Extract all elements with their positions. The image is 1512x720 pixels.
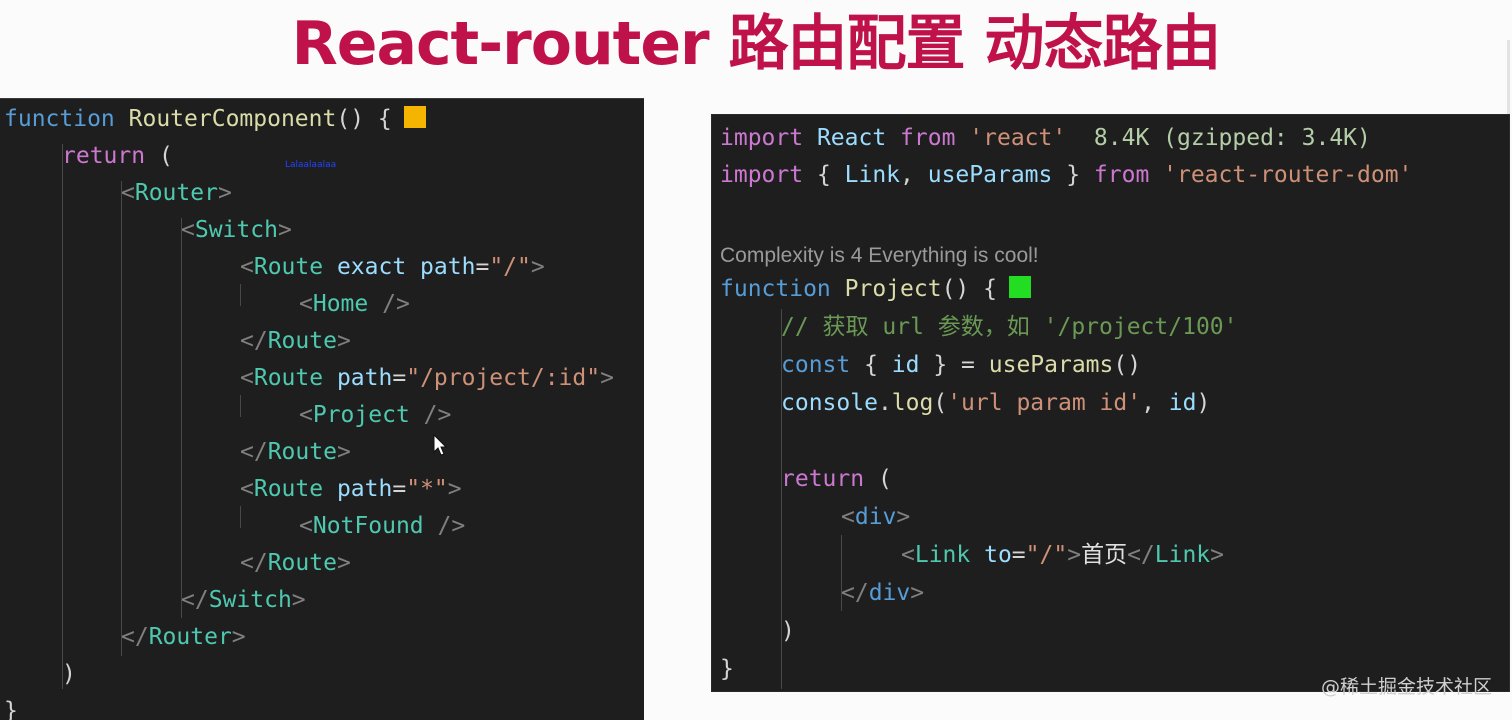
code-line: </div> xyxy=(841,580,925,606)
complexity-hint: Complexity is 4 Everything is cool! xyxy=(720,244,1039,267)
import-size-badge: 8.4K (gzipped: 3.4K) xyxy=(1066,125,1371,151)
code-line: ) xyxy=(781,618,795,644)
slide-title: React-router 路由配置 动态路由 xyxy=(291,9,1222,79)
code-line: </Route> xyxy=(240,328,351,354)
code-line: // 获取 url 参数，如 '/project/100' xyxy=(781,314,1238,340)
indent-guide xyxy=(240,284,241,306)
code-line: import { Link, useParams } from 'react-r… xyxy=(720,162,1413,188)
indent-guide xyxy=(121,181,122,656)
code-line: </Router> xyxy=(121,624,246,650)
code-line: } xyxy=(720,656,734,682)
code-line: </Switch> xyxy=(181,587,306,613)
indent-guide xyxy=(240,395,241,417)
code-line: <NotFound /> xyxy=(299,513,466,539)
code-line: </Route> xyxy=(240,550,351,576)
mouse-pointer-icon xyxy=(433,434,448,456)
code-line: <Link to="/">首页</Link> xyxy=(901,542,1225,568)
indent-guide xyxy=(62,144,63,689)
code-line: <Route path="/project/:id"> xyxy=(240,365,614,391)
code-line: } xyxy=(4,698,18,720)
right-code-editor[interactable]: import React from 'react' 8.4K (gzipped:… xyxy=(711,114,1510,692)
left-code-editor[interactable]: Lalaalaalaa function RouterComponent() {… xyxy=(0,98,644,720)
code-line: <Route path="*"> xyxy=(240,476,462,502)
code-line: function RouterComponent() { xyxy=(4,101,426,138)
code-line: <Route exact path="/"> xyxy=(240,254,545,280)
code-line: function Project() { xyxy=(720,271,1031,308)
code-line: <Project /> xyxy=(299,402,452,428)
code-line: const { id } = useParams() xyxy=(781,352,1142,378)
code-line: <div> xyxy=(841,504,911,530)
code-line: <Home /> xyxy=(299,291,410,317)
color-marker-icon xyxy=(403,106,426,128)
code-line: ) xyxy=(62,661,76,687)
tooltip-text: Lalaalaalaa xyxy=(285,160,337,170)
code-line: <Router> xyxy=(121,180,232,206)
code-line: return ( xyxy=(781,466,892,492)
indent-guide xyxy=(841,535,842,611)
color-marker-icon xyxy=(1008,276,1031,298)
indent-guide xyxy=(240,506,241,528)
indent-guide xyxy=(181,218,182,618)
watermark: @稀土掘金技术社区 xyxy=(1320,676,1492,698)
code-line: console.log('url param id', id) xyxy=(781,390,1211,416)
code-line: import React from 'react' 8.4K (gzipped:… xyxy=(720,125,1371,151)
code-line: </Route> xyxy=(240,439,351,465)
code-line: return ( xyxy=(62,143,173,169)
code-line: <Switch> xyxy=(181,217,292,243)
indent-guide xyxy=(781,499,782,649)
